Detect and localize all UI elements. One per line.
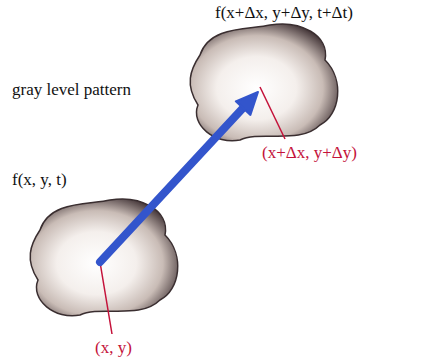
leader-line	[260, 87, 285, 139]
function-label: f(x, y, t)	[12, 170, 67, 190]
leader-line	[100, 262, 112, 334]
motion-arrow	[100, 108, 243, 262]
coordinate-label: (x+Δx, y+Δy)	[262, 143, 357, 163]
gray-pattern-blob	[190, 24, 338, 141]
pattern-label: gray level pattern	[12, 80, 131, 100]
motion-arrowhead	[236, 92, 258, 115]
function-label: f(x+Δx, y+Δy, t+Δt)	[215, 3, 353, 23]
coordinate-label: (x, y)	[95, 338, 132, 358]
